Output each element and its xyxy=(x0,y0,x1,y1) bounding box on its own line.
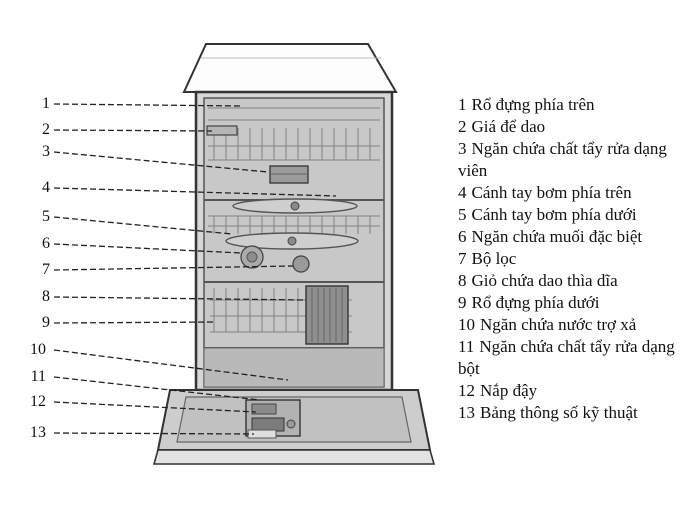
leader-line-1 xyxy=(53,103,243,107)
upper-spray-arm-hub xyxy=(290,201,300,211)
callout-number-13: 13 xyxy=(30,424,46,441)
leader-line-11 xyxy=(53,376,261,401)
legend-item-13: 13 Bảng thông số kỹ thuật xyxy=(458,402,696,424)
legend-number: 3 xyxy=(458,139,467,158)
legend-number: 10 xyxy=(458,315,475,334)
legend-label: Bảng thông số kỹ thuật xyxy=(480,403,638,422)
middle-rack xyxy=(208,215,380,234)
salt-container-cap xyxy=(246,251,258,263)
base-strip xyxy=(152,449,436,465)
filter xyxy=(292,255,310,273)
legend-number: 11 xyxy=(458,337,475,356)
sump-area xyxy=(203,347,385,388)
leader-line-7 xyxy=(53,265,294,271)
upper-rack xyxy=(208,107,380,161)
callout-number-2: 2 xyxy=(42,121,50,138)
legend-number: 4 xyxy=(458,183,467,202)
callout-number-4: 4 xyxy=(42,179,50,196)
legend-number: 5 xyxy=(458,205,467,224)
callout-number-12: 12 xyxy=(30,393,46,410)
legend-label: Giá để dao xyxy=(471,117,546,136)
leader-line-9 xyxy=(53,321,215,324)
legend-number: 7 xyxy=(458,249,467,268)
legend-item-12: 12 Nắp đậy xyxy=(458,380,696,402)
detergent-dispenser xyxy=(251,417,285,432)
callout-number-1: 1 xyxy=(42,95,50,112)
legend-number: 9 xyxy=(458,293,467,312)
leader-line-2 xyxy=(53,129,213,132)
callout-number-6: 6 xyxy=(42,235,50,252)
leader-lines xyxy=(53,103,337,435)
leader-line-8 xyxy=(53,296,307,301)
callout-number-10: 10 xyxy=(30,341,46,358)
callout-number-9: 9 xyxy=(42,314,50,331)
top-lid xyxy=(182,43,398,93)
legend-number: 1 xyxy=(458,95,467,114)
legend-label: Nắp đậy xyxy=(480,381,538,400)
dishwasher-body-group xyxy=(152,43,436,465)
callout-number-7: 7 xyxy=(42,261,50,278)
dispenser-lid-knob xyxy=(286,419,296,429)
leader-line-6 xyxy=(53,243,242,254)
legend-label: Ngăn chứa chất tẩy rửa dạng viên xyxy=(458,139,667,180)
leader-line-10 xyxy=(53,349,289,381)
legend-label: Ngăn chứa muối đặc biệt xyxy=(471,227,643,246)
legend-label: Giỏ chứa dao thìa dĩa xyxy=(471,271,618,290)
callout-number-11: 11 xyxy=(30,368,46,385)
legend-number: 2 xyxy=(458,117,467,136)
lower-spray-arm-hub xyxy=(287,236,297,246)
leader-line-5 xyxy=(53,216,233,235)
legend-label: Ngăn chứa nước trợ xả xyxy=(480,315,637,334)
legend-label: Ngăn chứa chất tẩy rửa dạng bột xyxy=(458,337,675,378)
leader-line-13 xyxy=(53,432,255,435)
legend-number: 6 xyxy=(458,227,467,246)
legend-label: Bộ lọc xyxy=(471,249,517,268)
legend-label: Cánh tay bơm phía dưới xyxy=(471,205,637,224)
leader-line-4 xyxy=(53,187,337,197)
legend-label: Rổ đựng phía trên xyxy=(471,95,595,114)
cutlery-basket xyxy=(305,285,349,345)
legend-item-10: 10 Ngăn chứa nước trợ xả xyxy=(458,314,696,336)
legend-label: Rổ đựng phía dưới xyxy=(471,293,600,312)
callout-number-5: 5 xyxy=(42,208,50,225)
rinse-aid-dispenser xyxy=(251,403,277,415)
leader-line-12 xyxy=(53,401,257,413)
callout-number-8: 8 xyxy=(42,288,50,305)
callout-number-3: 3 xyxy=(42,143,50,160)
legend-number: 8 xyxy=(458,271,467,290)
legend-number: 13 xyxy=(458,403,475,422)
legend-label: Cánh tay bơm phía trên xyxy=(471,183,632,202)
legend-number: 12 xyxy=(458,381,475,400)
